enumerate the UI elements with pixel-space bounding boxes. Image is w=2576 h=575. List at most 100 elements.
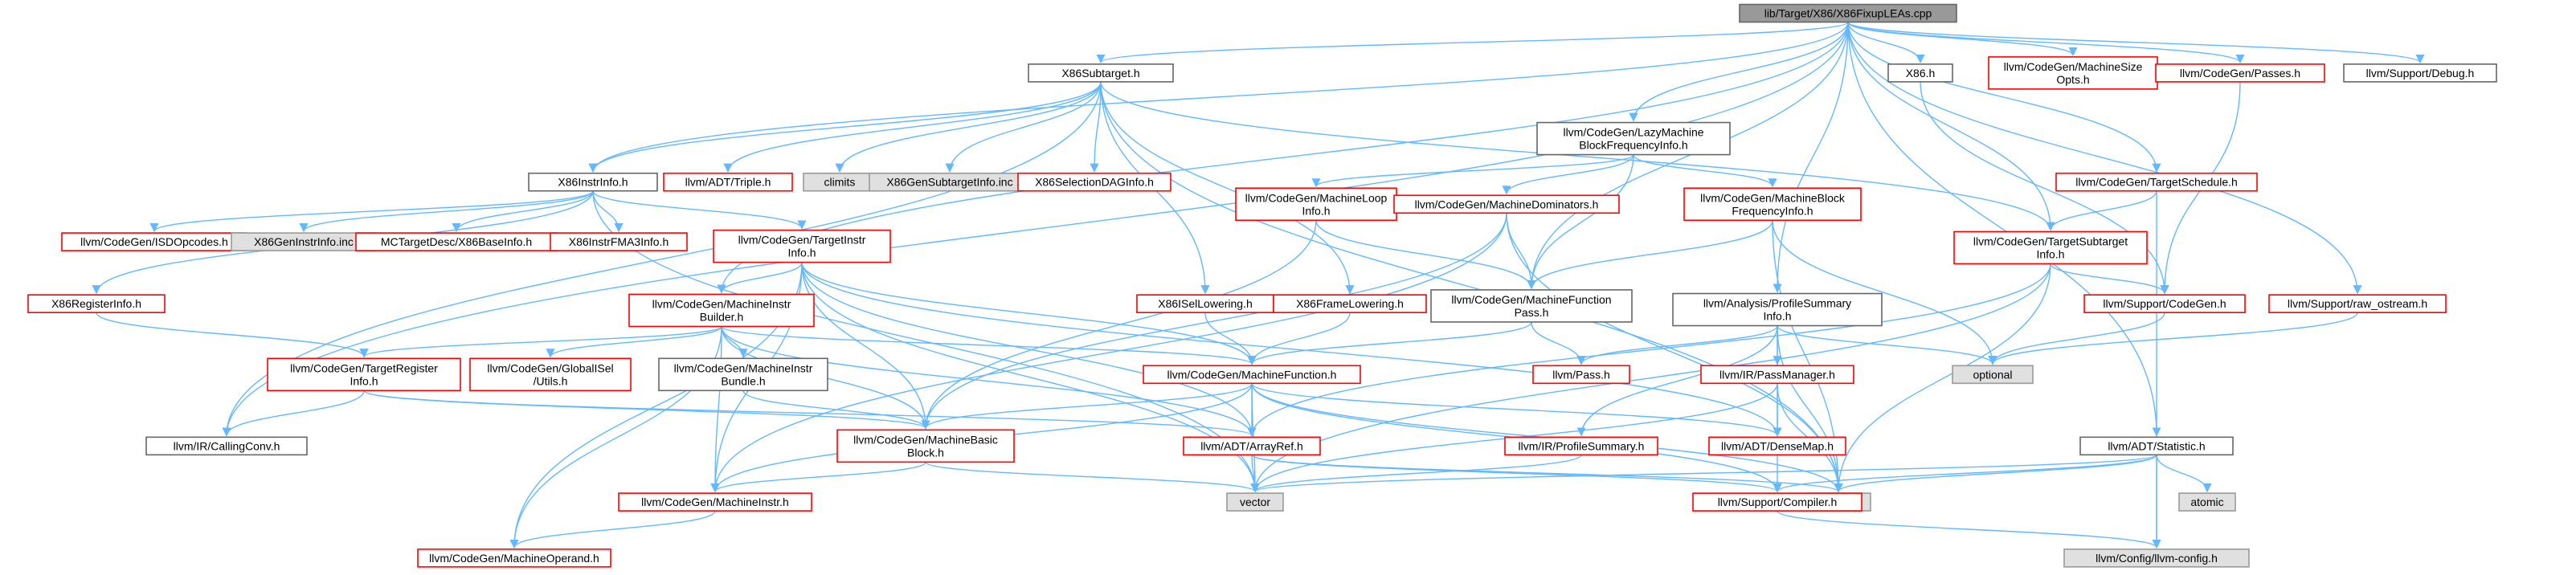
node-moperand[interactable]: llvm/CodeGen/MachineOperand.h (417, 548, 611, 568)
node-mfunction[interactable]: llvm/CodeGen/MachineFunction.h (1143, 365, 1361, 385)
node-targetsched[interactable]: llvm/CodeGen/TargetSchedule.h (2055, 172, 2258, 192)
node-x86seldag[interactable]: X86SelectionDAGInfo.h (1017, 172, 1171, 192)
edge-targetsubtarget-to-supcodegen (2050, 263, 2169, 295)
node-callingconv[interactable]: llvm/IR/CallingConv.h (145, 436, 308, 456)
edge-statistic-to-memory (1834, 454, 2157, 493)
node-box (1430, 289, 1633, 323)
node-box (528, 172, 658, 192)
node-label: llvm/ADT/Statistic.h (2108, 439, 2205, 452)
node-label: llvm/CodeGen/MachineSize (2004, 60, 2143, 73)
node-x86subtarget[interactable]: X86Subtarget.h (1028, 63, 1174, 83)
edge-root-to-statistic (1847, 22, 2161, 437)
node-box (1953, 230, 2148, 265)
node-label: llvm/IR/CallingConv.h (174, 439, 280, 452)
edge-x86subtarget-to-climits (835, 81, 1102, 173)
node-minstr[interactable]: llvm/CodeGen/MachineInstr.h (618, 492, 812, 512)
node-x86instrinfo[interactable]: X86InstrInfo.h (528, 172, 658, 192)
node-label: llvm/CodeGen/MachineBlock (1700, 191, 1846, 204)
node-box (2079, 436, 2234, 456)
node-box (1235, 187, 1397, 222)
node-x86h[interactable]: X86.h (1887, 63, 1953, 83)
node-arrayref[interactable]: llvm/ADT/ArrayRef.h (1183, 436, 1321, 456)
node-passmanager[interactable]: llvm/IR/PassManager.h (1700, 365, 1854, 385)
edge-root-to-x86h (1847, 22, 1925, 63)
node-vector: vector (1226, 492, 1284, 512)
node-debug[interactable]: llvm/Support/Debug.h (2343, 63, 2497, 83)
node-label: llvm/Support/Debug.h (2366, 67, 2475, 80)
node-label: llvm/IR/ProfileSummary.h (1519, 439, 1645, 452)
node-x86isel[interactable]: X86ISelLowering.h (1136, 294, 1274, 313)
node-passes[interactable]: llvm/CodeGen/Passes.h (2155, 63, 2325, 83)
node-triple[interactable]: llvm/ADT/Triple.h (663, 172, 793, 192)
node-x86gensub: X86GenSubtargetInfo.inc (869, 172, 1031, 192)
edge-statistic-to-atomic (2156, 455, 2212, 493)
edge-mibundle-to-mbb (742, 390, 930, 430)
node-root[interactable]: lib/Target/X86/X86FixupLEAs.cpp (1739, 3, 1957, 23)
node-rawostream[interactable]: llvm/Support/raw_ostream.h (2268, 294, 2447, 313)
node-supcodegen[interactable]: llvm/Support/CodeGen.h (2083, 294, 2246, 313)
edge-lazymbfi-to-mbfi (1633, 154, 1777, 188)
node-densemap[interactable]: llvm/ADT/DenseMap.h (1708, 436, 1846, 456)
node-box (1532, 365, 1630, 385)
edge-targetsubtarget-to-memory (1834, 263, 2051, 493)
node-box (618, 492, 812, 512)
edge-root-to-lazymbfi (1629, 22, 1849, 122)
edge-root-to-x86instrinfo (588, 22, 1849, 173)
node-x86fma3[interactable]: X86InstrFMA3Info.h (550, 232, 688, 251)
edge-x86instrinfo-to-x86geninstr (299, 190, 594, 233)
node-globalisel[interactable]: llvm/CodeGen/GlobalISel/Utils.h (469, 357, 632, 392)
node-x86reginfo[interactable]: X86RegisterInfo.h (27, 294, 166, 313)
node-lazymbfi[interactable]: llvm/CodeGen/LazyMachineBlockFrequencyIn… (1536, 121, 1731, 156)
edge-rawostream-to-optional (1988, 312, 2358, 365)
node-label: llvm/CodeGen/GlobalISel (487, 361, 613, 374)
node-label: llvm/CodeGen/TargetSchedule.h (2075, 176, 2238, 189)
edge-root-to-targetsched (1847, 22, 2161, 173)
node-mctargetdesc[interactable]: MCTargetDesc/X86BaseInfo.h (355, 232, 558, 251)
node-x86frame[interactable]: X86FrameLowering.h (1273, 294, 1427, 313)
node-label: Block.h (907, 446, 944, 459)
node-profilesummary[interactable]: llvm/IR/ProfileSummary.h (1504, 436, 1658, 456)
node-isdopcodes[interactable]: llvm/CodeGen/ISDOpcodes.h (61, 232, 247, 251)
node-box (1183, 436, 1321, 456)
node-box (1952, 365, 2034, 385)
edge-targetsubtarget-to-arrayref (1247, 263, 2051, 437)
node-statistic[interactable]: llvm/ADT/Statistic.h (2079, 436, 2234, 456)
edge-mibuilder-to-globalisel (546, 326, 722, 358)
node-box (2063, 548, 2250, 568)
node-box (1273, 294, 1427, 313)
edge-targetreginfo-to-callingconv (222, 390, 365, 437)
node-box (469, 357, 632, 392)
node-compiler[interactable]: llvm/Support/Compiler.h (1692, 492, 1862, 512)
edge-mdom-to-mfpass (1506, 213, 1536, 290)
node-box (1683, 187, 1862, 222)
node-label: llvm/Analysis/ProfileSummary (1703, 297, 1851, 310)
node-pass[interactable]: llvm/Pass.h (1532, 365, 1630, 385)
edge-mbfi-to-optional (1772, 220, 1997, 365)
edge-minstr-to-moperand (509, 510, 716, 549)
node-label: llvm/CodeGen/MachineBasic (853, 433, 998, 446)
edge-root-to-debug (1847, 21, 2425, 63)
edge-profsuminfo-to-memory (1777, 325, 1843, 493)
node-label: vector (1240, 495, 1270, 508)
node-climits: climits (803, 172, 877, 192)
node-box (267, 357, 461, 392)
node-label: Info.h (787, 247, 816, 259)
node-label: llvm/Pass.h (1552, 368, 1610, 381)
node-box (1226, 492, 1284, 512)
node-mdom[interactable]: llvm/CodeGen/MachineDominators.h (1393, 194, 1620, 214)
edge-mfpass-to-mfunction (1247, 321, 1532, 365)
node-box (713, 229, 891, 263)
edge-root-to-x86subtarget (1096, 21, 1849, 63)
